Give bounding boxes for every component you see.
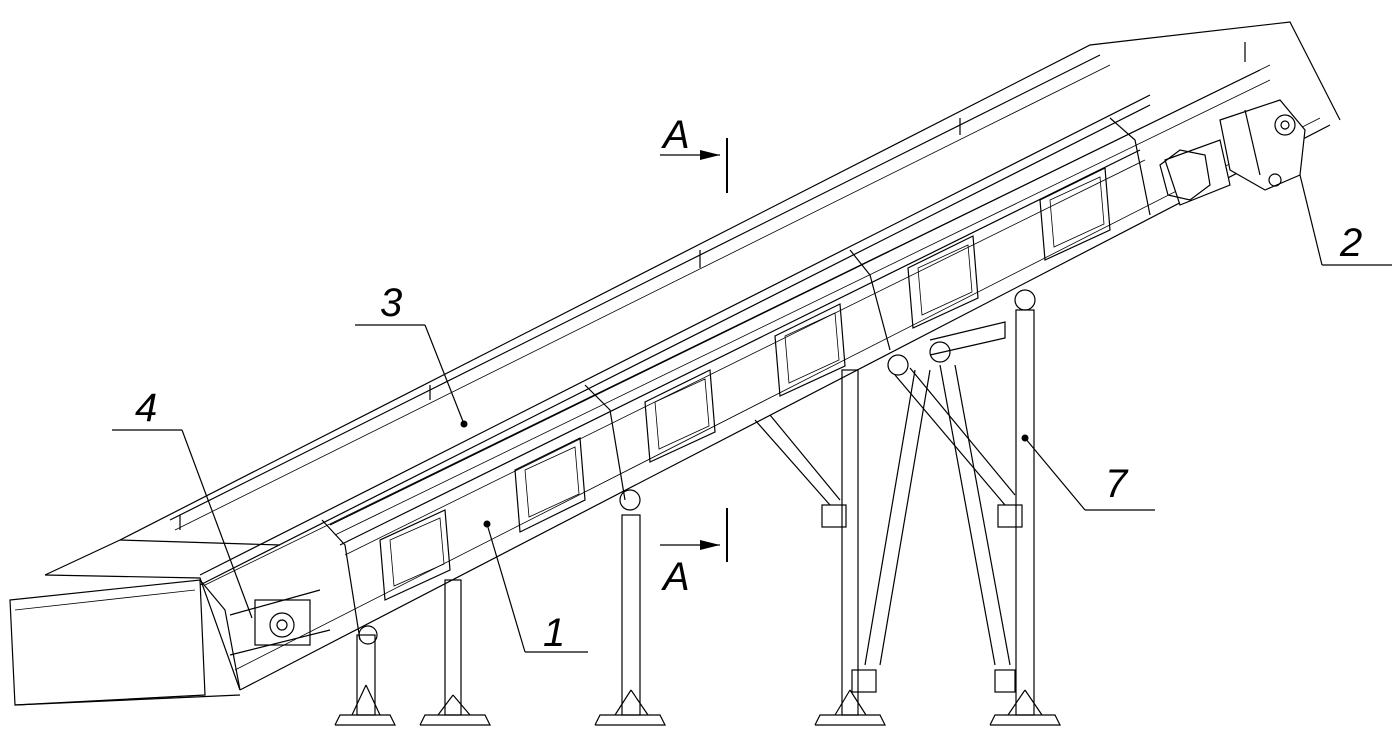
callout-7: 7 — [1021, 434, 1155, 511]
section-label-bottom: A — [661, 555, 690, 599]
callout-1: 1 — [483, 520, 588, 655]
callout-label-1: 1 — [543, 611, 565, 655]
support-legs — [334, 289, 1061, 726]
callout-label-4: 4 — [135, 386, 157, 430]
callout-label-3: 3 — [380, 281, 402, 325]
tail-section — [9, 574, 331, 706]
callout-label-7: 7 — [1105, 462, 1129, 506]
callout-3: 3 — [355, 281, 468, 428]
callout-label-2: 2 — [1339, 221, 1362, 265]
callout-4: 4 — [112, 386, 253, 619]
inspection-windows — [379, 167, 1111, 601]
tail-tensioner — [229, 589, 331, 656]
conveyor-housing — [44, 21, 1341, 691]
section-mark-top: A — [660, 113, 728, 193]
section-label-top: A — [661, 113, 690, 157]
drive-unit — [1159, 99, 1306, 206]
section-mark-bottom: A — [660, 508, 728, 599]
callout-2: 2 — [1299, 174, 1392, 266]
